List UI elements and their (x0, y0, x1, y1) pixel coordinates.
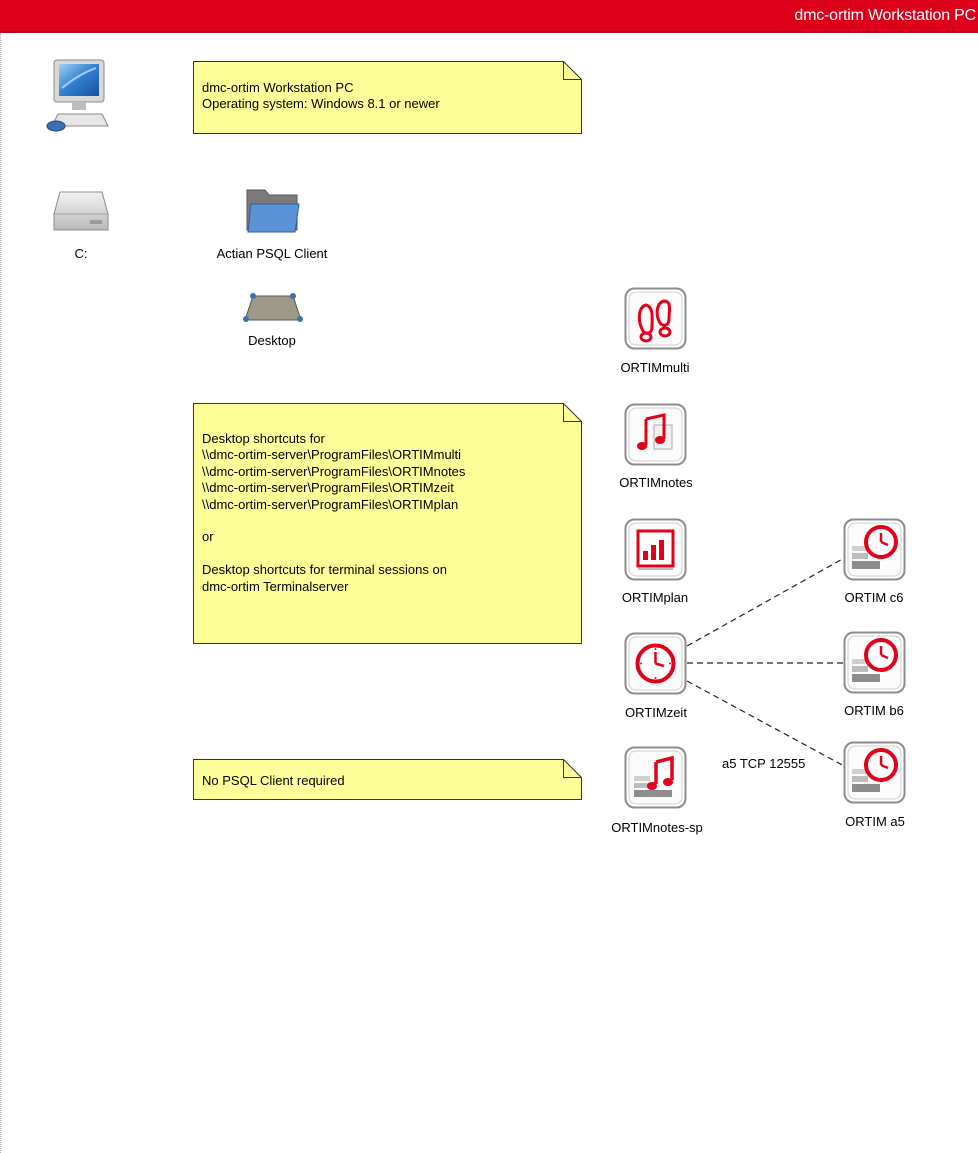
note-psql-text: No PSQL Client required (202, 773, 345, 788)
ortim-c6-label: ORTIM c6 (844, 590, 904, 605)
desktop-icon[interactable] (243, 292, 303, 324)
note-workstation-text: dmc-ortim Workstation PC Operating syste… (202, 80, 440, 112)
clock-stack-icon[interactable] (843, 741, 906, 804)
page-border (0, 33, 1, 1153)
bar-chart-icon[interactable] (624, 518, 687, 581)
note-workstation: dmc-ortim Workstation PC Operating syste… (193, 61, 582, 134)
music-notes-icon[interactable] (624, 403, 687, 466)
page-title: dmc-ortim Workstation PC (794, 7, 976, 24)
computer-monitor-icon[interactable] (44, 58, 112, 134)
desktop-label: Desktop (248, 333, 296, 348)
drive-label: C: (74, 246, 88, 261)
ortim-multi-label: ORTIMmulti (620, 360, 690, 375)
note-psql: No PSQL Client required (193, 759, 582, 800)
psql-client-label: Actian PSQL Client (216, 246, 328, 261)
page-header: dmc-ortim Workstation PC (0, 0, 978, 33)
clock-icon[interactable] (624, 632, 687, 695)
connection-label-a5: a5 TCP 12555 (722, 756, 806, 771)
ortim-zeit-label: ORTIMzeit (625, 705, 687, 720)
music-notes-stack-icon[interactable] (624, 746, 687, 809)
note-shortcuts-text: Desktop shortcuts for \\dmc-ortim-server… (202, 431, 466, 594)
connection-zeit-c6 (686, 556, 847, 647)
hard-drive-icon[interactable] (52, 188, 110, 234)
ortim-notes-sp-label: ORTIMnotes-sp (611, 820, 703, 835)
clock-stack-icon[interactable] (843, 631, 906, 694)
connection-zeit-a5 (686, 680, 847, 768)
ortim-notes-label: ORTIMnotes (619, 475, 693, 490)
footprints-icon[interactable] (624, 287, 687, 350)
clock-stack-icon[interactable] (843, 518, 906, 581)
folder-icon[interactable] (245, 186, 301, 234)
ortim-a5-label: ORTIM a5 (845, 814, 905, 829)
ortim-b6-label: ORTIM b6 (844, 703, 904, 718)
note-shortcuts: Desktop shortcuts for \\dmc-ortim-server… (193, 403, 582, 644)
ortim-plan-label: ORTIMplan (621, 590, 689, 605)
